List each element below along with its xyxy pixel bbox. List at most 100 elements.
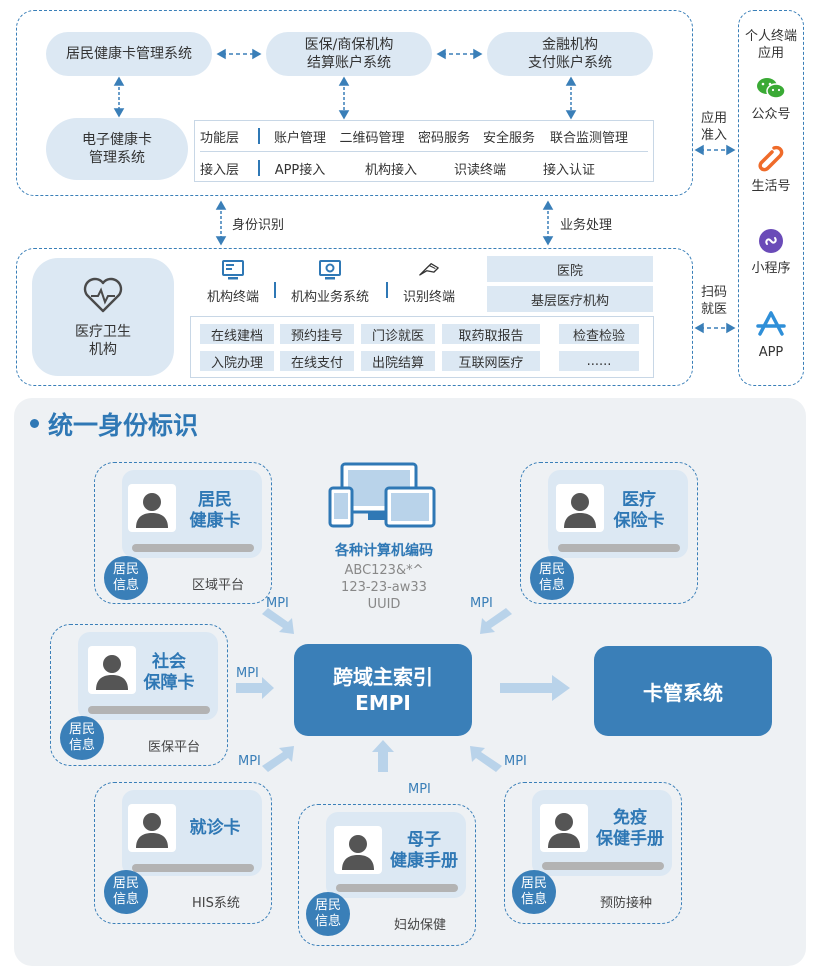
function-layer-label: 功能层 [200,130,240,146]
sidebar-title: 个人终端应用 [744,29,797,61]
user-avatar-icon [540,804,588,852]
mpi-label: MPI [238,754,261,769]
service-cell: 互联网医疗 [442,351,540,371]
card-stripe [542,862,664,870]
access-layer-label: 接入层 [200,162,240,178]
service-cell: 在线建档 [200,324,274,344]
card-stripe [132,864,254,872]
ehealth-card-mgmt-system: 电子健康卡管理系统 [46,118,188,180]
user-avatar-icon [128,484,176,532]
monitor-icon [221,258,245,282]
encodings-title: 各种计算机编码 [335,543,433,559]
service-cell: 入院办理 [200,351,274,371]
card-group-social-security [50,624,228,766]
insurance-account-system: 医保/商保机构结算账户系统 [266,32,432,76]
resident-card-mgmt-system: 居民健康卡管理系统 [46,32,212,76]
table-divider [200,151,648,152]
card-stripe [88,706,210,714]
service-cell: 门诊就医 [361,324,435,344]
card-group-clinic [94,782,272,924]
resident-info-badge: 居民信息 [60,716,104,760]
sidebar-item-miniprogram[interactable]: 小程序 [740,228,802,277]
resident-info-badge: 居民信息 [512,870,556,914]
function-layer-row: 功能层 账户管理 二维码管理 密码服务 安全服务 联合监测管理 [200,126,650,146]
scanner-icon [417,258,441,282]
settings-monitor-icon [318,258,342,282]
wechat-icon [757,78,786,99]
sidebar-item-wechat[interactable]: 公众号 [740,76,802,123]
terminal-separator [386,282,388,298]
mpi-label: MPI [504,754,527,769]
finance-account-system: 金融机构支付账户系统 [487,32,653,76]
layer-separator [258,160,260,176]
card-platform-label: 医保平台 [148,740,201,755]
user-avatar-icon [128,804,176,852]
mpi-label: MPI [236,666,259,681]
sidebar-item-app[interactable]: APP [740,310,802,361]
mpi-label: MPI [408,782,431,797]
alipay-life-icon [758,145,784,172]
scan-arrow [694,322,736,334]
user-avatar-icon [556,484,604,532]
heart-pulse-icon [83,277,123,313]
service-cell: ...... [559,351,639,371]
access-item: APP接入 [274,162,326,178]
mpi-arrows [236,608,570,772]
access-layer-row: 接入层 APP接入 机构接入 识读终端 接入认证 [200,158,650,178]
resident-info-badge: 居民信息 [306,892,350,936]
service-cell: 检查检验 [559,324,639,344]
card-group-resident-health [94,462,272,604]
personal-terminal-sidebar [738,10,804,386]
card-stripe [336,884,458,892]
service-cell: 预约挂号 [280,324,354,344]
service-cell: 在线支付 [280,351,354,371]
institution-frame [16,248,693,386]
terminal-separator [274,282,276,298]
resident-info-badge: 居民信息 [104,556,148,600]
mini-program-icon [759,229,783,253]
business-label: 业务处理 [560,218,613,233]
medical-institution: 医疗卫生机构 [32,258,174,376]
card-title: 就诊卡 [189,818,241,838]
card-group-maternal-child [298,804,476,946]
card-platform-label: 妇幼保健 [394,918,447,933]
hospital-box: 医院 [487,256,653,282]
user-avatar-icon [334,826,382,874]
access-item: 接入认证 [542,162,595,178]
mpi-label: MPI [470,596,493,611]
encodings-list: ABC123&*^ 123-23-aw33 UUID [341,563,427,612]
section-bullet [30,419,39,428]
section-title: 统一身份标识 [48,411,199,440]
terminal-org-terminal: 机构终端 [196,258,270,305]
app-store-icon [756,311,786,336]
mpi-label: MPI [266,596,289,611]
app-access-label: 应用准入 [700,111,727,143]
layer-separator [258,128,260,144]
function-item: 密码服务 [417,130,470,146]
access-item: 机构接入 [364,162,417,178]
service-cell: 取药取报告 [442,324,540,344]
sidebar-item-life[interactable]: 生活号 [740,144,802,195]
terminal-recognition: 识别终端 [392,258,466,305]
card-group-medical-insurance [520,462,698,604]
terminal-org-business-system: 机构业务系统 [284,258,376,305]
card-stripe [132,544,254,552]
card-platform-label: 区域平台 [192,578,245,593]
card-platform-label: 预防接种 [600,896,653,911]
resident-info-badge: 居民信息 [530,556,574,600]
card-platform-label: HIS系统 [192,896,240,911]
computer-devices-icon [328,462,436,528]
resident-info-badge: 居民信息 [104,870,148,914]
service-cell: 出院结算 [361,351,435,371]
scan-label: 扫码就医 [700,285,727,317]
access-item: 识读终端 [453,162,506,178]
function-item: 联合监测管理 [549,130,628,146]
services-table: 在线建档 预约挂号 门诊就医 取药取报告 检查检验 入院办理 在线支付 出院结算… [190,316,654,378]
card-title: 社会保障卡 [143,652,195,693]
card-title: 医疗保险卡 [613,490,665,531]
user-avatar-icon [88,646,136,694]
card-title: 居民健康卡 [189,490,241,531]
identity-label: 身份识别 [232,218,285,233]
function-item: 二维码管理 [339,130,405,146]
